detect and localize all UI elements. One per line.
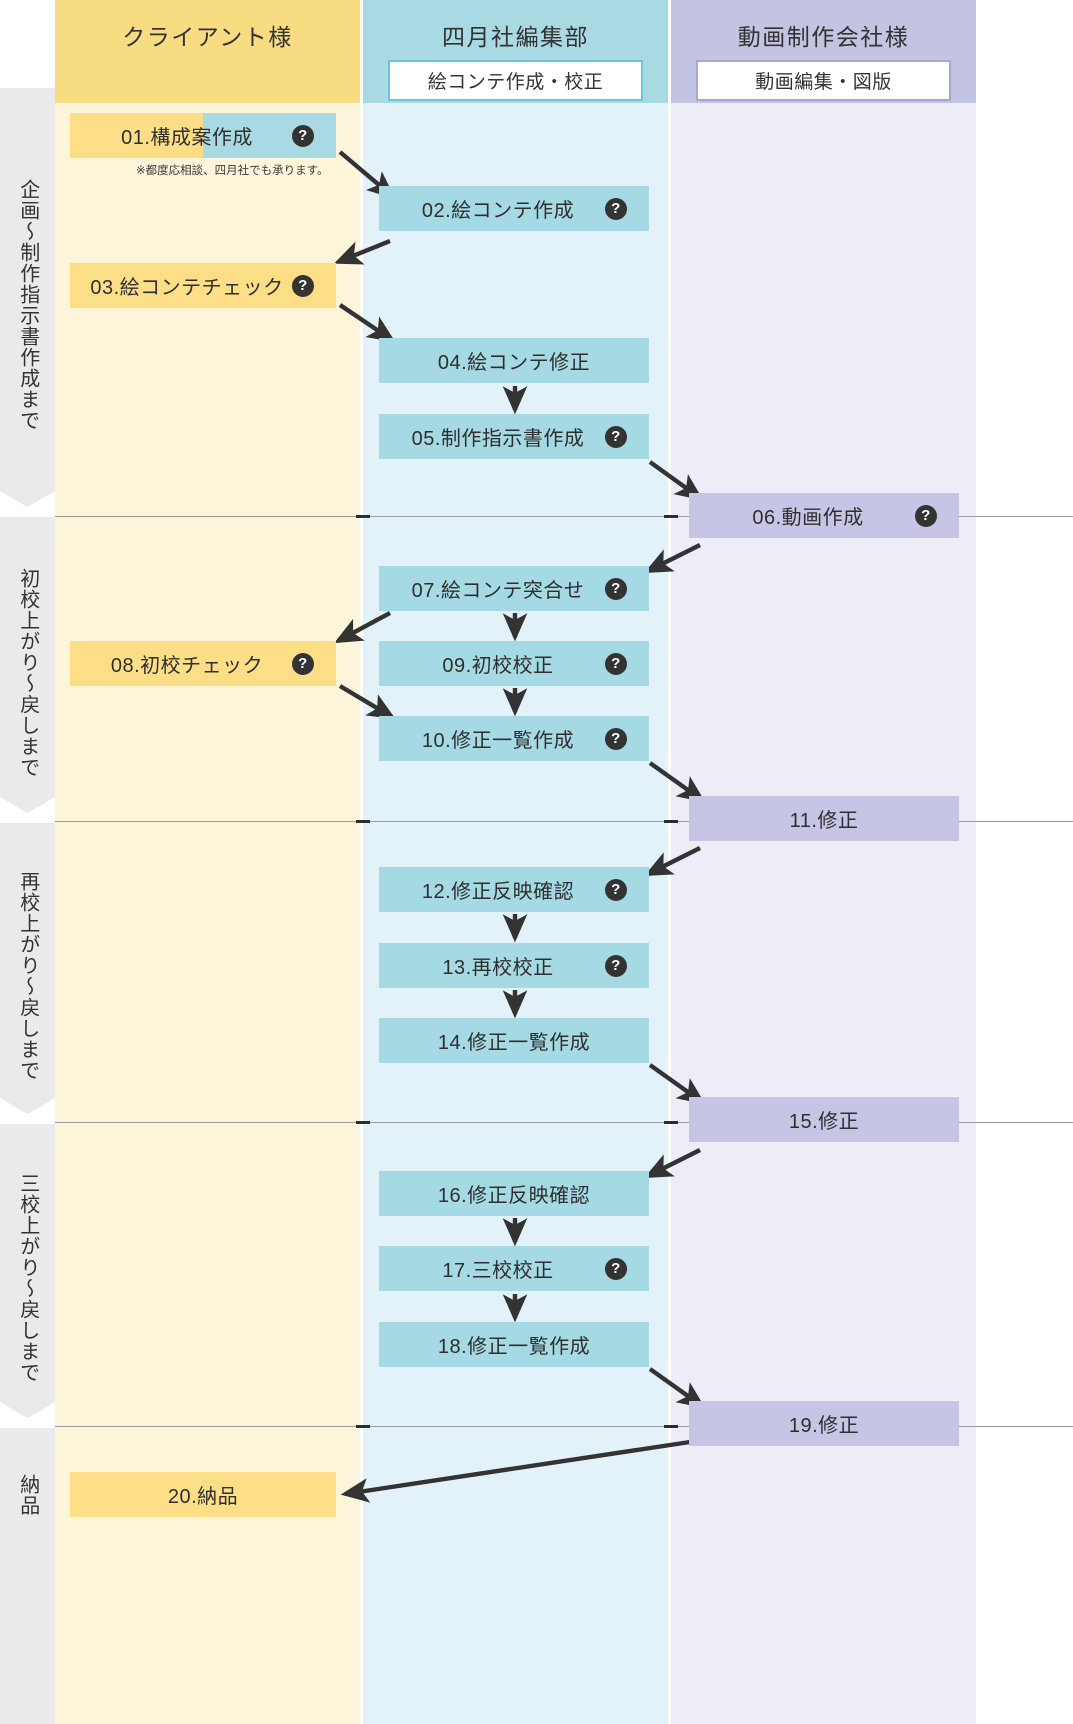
step-label-17: 17.三校校正 <box>442 1260 554 1282</box>
phase-rail: 企画〜制作指示書作成まで 初校上がり〜戻しまで 再校上がり〜戻しまで 三校上がり… <box>0 0 55 1724</box>
step-box-20[interactable]: 20.納品 <box>70 1472 336 1517</box>
phase-band-1 <box>0 88 55 517</box>
section-divider-4 <box>55 1426 1073 1427</box>
step-label-07: 07.絵コンテ突合せ <box>411 580 585 602</box>
step-box-06[interactable]: 06.動画作成 ? <box>689 493 959 538</box>
step-box-11[interactable]: 11.修正 <box>689 796 959 841</box>
phase-chevron-2 <box>0 797 55 823</box>
divider-tick-1a <box>356 515 370 518</box>
swimlane-client-title: クライアント様 <box>122 24 293 50</box>
step-box-15[interactable]: 15.修正 <box>689 1097 959 1142</box>
help-icon-07[interactable]: ? <box>605 577 627 600</box>
step-box-08[interactable]: 08.初校チェック ? <box>70 641 336 686</box>
swimlane-editor-header: 四月社編集部 絵コンテ作成・校正 <box>363 0 668 103</box>
swimlane-vendor-body <box>671 103 976 1724</box>
swimlane-vendor-title: 動画制作会社様 <box>737 24 910 50</box>
step-label-15: 15.修正 <box>788 1111 860 1133</box>
section-divider-3 <box>55 1122 1073 1123</box>
step-box-14[interactable]: 14.修正一覧作成 <box>379 1018 649 1063</box>
swimlane-vendor: 動画制作会社様 動画編集・図版 <box>671 0 976 1724</box>
step-box-03[interactable]: 03.絵コンテチェック ? <box>70 263 336 308</box>
help-icon-12[interactable]: ? <box>605 878 627 901</box>
step-label-19: 19.修正 <box>788 1415 860 1437</box>
help-icon-17[interactable]: ? <box>605 1257 627 1280</box>
help-icon-06[interactable]: ? <box>915 504 937 527</box>
step-box-04[interactable]: 04.絵コンテ修正 <box>379 338 649 383</box>
swimlane-client: クライアント様 <box>55 0 360 1724</box>
phase-chevron-1 <box>0 491 55 517</box>
step-box-10[interactable]: 10.修正一覧作成 ? <box>379 716 649 761</box>
swimlane-vendor-header: 動画制作会社様 動画編集・図版 <box>671 0 976 103</box>
help-icon-02[interactable]: ? <box>605 197 627 220</box>
step-box-02[interactable]: 02.絵コンテ作成 ? <box>379 186 649 231</box>
step-box-07[interactable]: 07.絵コンテ突合せ ? <box>379 566 649 611</box>
step-label-02: 02.絵コンテ作成 <box>421 200 575 222</box>
step-box-19[interactable]: 19.修正 <box>689 1401 959 1446</box>
section-divider-1 <box>55 516 1073 517</box>
step-label-01: 01.構成案作成 <box>121 127 253 149</box>
step-label-13: 13.再校校正 <box>442 957 554 979</box>
divider-tick-4a <box>356 1425 370 1428</box>
swimlane-client-header: クライアント様 <box>55 0 360 103</box>
step-box-05[interactable]: 05.制作指示書作成 ? <box>379 414 649 459</box>
divider-tick-2b <box>664 820 678 823</box>
step-label-05: 05.制作指示書作成 <box>411 428 585 450</box>
divider-tick-3a <box>356 1121 370 1124</box>
step-box-01[interactable]: 01.構成案作成 ? <box>70 113 336 158</box>
step-box-16[interactable]: 16.修正反映確認 <box>379 1171 649 1216</box>
step-box-18[interactable]: 18.修正一覧作成 <box>379 1322 649 1367</box>
help-icon-08[interactable]: ? <box>292 652 314 675</box>
swimlane-editor-title: 四月社編集部 <box>442 24 589 50</box>
swimlane-client-body <box>55 103 360 1724</box>
divider-tick-3b <box>664 1121 678 1124</box>
phase-chevron-4 <box>0 1402 55 1428</box>
step-label-04: 04.絵コンテ修正 <box>437 352 591 374</box>
step-label-20: 20.納品 <box>167 1486 239 1508</box>
phase-label-3: 再校上がり〜戻しまで <box>16 870 39 1081</box>
phase-band-4 <box>0 1124 55 1428</box>
step-note-01: ※都度応相談、四月社でも承ります。 <box>136 165 329 177</box>
phase-label-1: 企画〜制作指示書作成まで <box>16 179 39 431</box>
swimlane-vendor-subtitle: 動画編集・図版 <box>696 60 951 101</box>
step-box-17[interactable]: 17.三校校正 ? <box>379 1246 649 1291</box>
phase-label-4: 三校上がり〜戻しまで <box>16 1172 39 1383</box>
phase-label-5: 納品 <box>16 1474 39 1516</box>
divider-tick-1b <box>664 515 678 518</box>
section-divider-2 <box>55 821 1073 822</box>
phase-label-2: 初校上がり〜戻しまで <box>16 567 39 778</box>
step-label-11: 11.修正 <box>789 810 859 832</box>
help-icon-10[interactable]: ? <box>605 727 627 750</box>
phase-chevron-3 <box>0 1098 55 1124</box>
step-box-13[interactable]: 13.再校校正 ? <box>379 943 649 988</box>
divider-tick-2a <box>356 820 370 823</box>
help-icon-13[interactable]: ? <box>605 954 627 977</box>
help-icon-09[interactable]: ? <box>605 652 627 675</box>
step-box-12[interactable]: 12.修正反映確認 ? <box>379 867 649 912</box>
help-icon-01[interactable]: ? <box>292 124 314 147</box>
phase-band-3 <box>0 823 55 1124</box>
step-label-09: 09.初校校正 <box>442 655 554 677</box>
divider-tick-4b <box>664 1425 678 1428</box>
step-label-16: 16.修正反映確認 <box>437 1185 591 1207</box>
step-box-09[interactable]: 09.初校校正 ? <box>379 641 649 686</box>
step-label-03: 03.絵コンテチェック <box>90 277 284 299</box>
swimlane-editor: 四月社編集部 絵コンテ作成・校正 <box>363 0 668 1724</box>
step-label-14: 14.修正一覧作成 <box>437 1032 591 1054</box>
step-label-12: 12.修正反映確認 <box>421 881 575 903</box>
help-icon-03[interactable]: ? <box>292 274 314 297</box>
step-label-10: 10.修正一覧作成 <box>421 730 575 752</box>
step-label-06: 06.動画作成 <box>752 507 864 529</box>
step-label-18: 18.修正一覧作成 <box>437 1336 591 1358</box>
phase-band-2 <box>0 517 55 823</box>
help-icon-05[interactable]: ? <box>605 425 627 448</box>
swimlane-editor-subtitle: 絵コンテ作成・校正 <box>388 60 643 101</box>
phase-band-5 <box>0 1428 55 1724</box>
step-label-08: 08.初校チェック <box>110 655 264 677</box>
